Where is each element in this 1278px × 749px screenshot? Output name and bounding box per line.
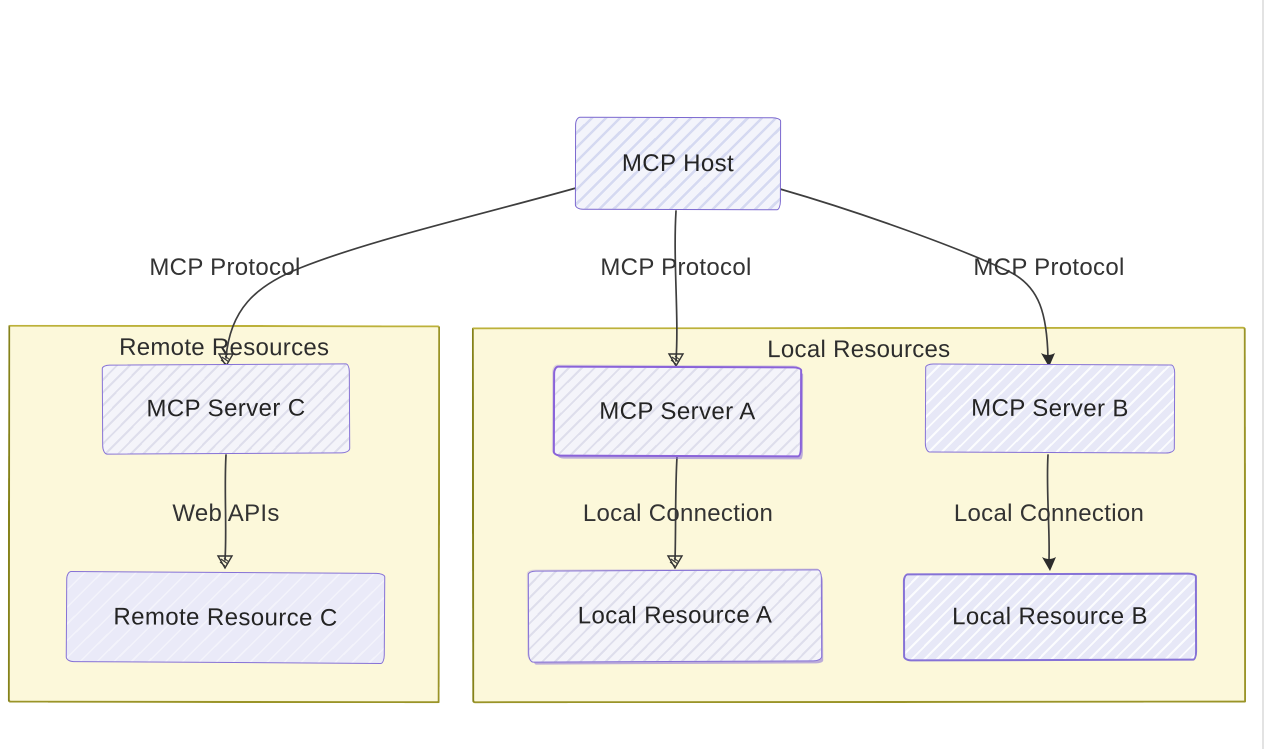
node-local-resource-b-label: Local Resource B	[952, 602, 1148, 631]
node-mcp-server-c: MCP Server C	[101, 363, 351, 455]
edge-label-local-connection-a: Local Connection	[582, 500, 774, 527]
edge-label-local-connection-b: Local Connection	[953, 500, 1145, 527]
node-local-resource-b: Local Resource B	[902, 572, 1198, 662]
edge-label-mcp-protocol-middle: MCP Protocol	[600, 254, 752, 281]
node-remote-resource-c-label: Remote Resource C	[113, 602, 338, 632]
node-mcp-host-label: MCP Host	[621, 149, 735, 177]
edge-label-web-apis: Web APIs	[172, 500, 280, 527]
node-mcp-server-b-label: MCP Server B	[971, 394, 1129, 422]
node-mcp-host: MCP Host	[574, 116, 782, 211]
group-title-remote-resources: Remote Resources	[119, 333, 330, 362]
node-mcp-server-c-label: MCP Server C	[146, 394, 306, 423]
edge-label-mcp-protocol-right: MCP Protocol	[973, 254, 1125, 281]
node-mcp-server-b: MCP Server B	[924, 363, 1176, 454]
edge-label-mcp-protocol-left: MCP Protocol	[149, 254, 301, 281]
right-window-edge	[1262, 0, 1264, 749]
node-mcp-server-a: MCP Server A	[552, 365, 803, 458]
group-title-local-resources: Local Resources	[767, 335, 951, 364]
node-local-resource-a: Local Resource A	[527, 569, 823, 663]
node-local-resource-a-label: Local Resource A	[577, 601, 773, 630]
node-remote-resource-c: Remote Resource C	[65, 571, 386, 664]
node-mcp-server-a-label: MCP Server A	[599, 397, 756, 425]
